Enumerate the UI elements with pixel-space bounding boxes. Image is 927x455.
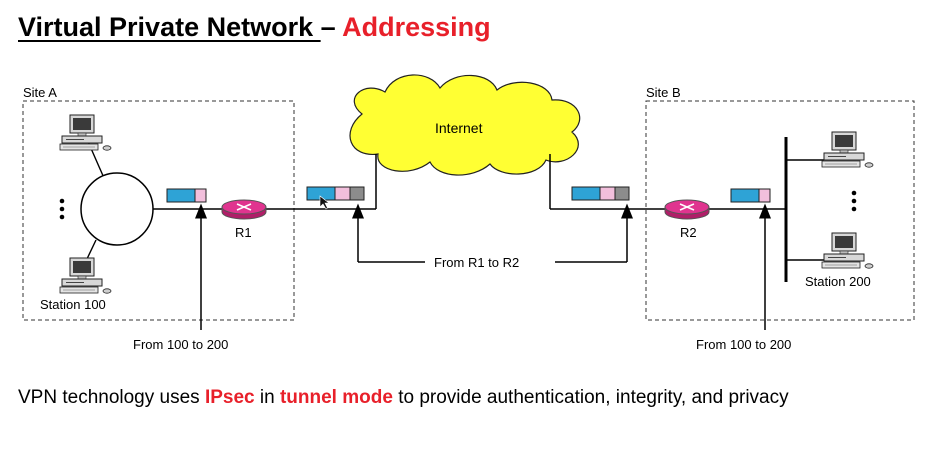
station-right-label: Station 200 (805, 274, 871, 289)
cursor-icon (319, 195, 330, 210)
computer-icon (59, 114, 112, 151)
router-right-label: R2 (680, 225, 697, 240)
site-a-lan-ring (80, 172, 154, 246)
site-b-label: Site B (646, 85, 681, 100)
internet-cloud (349, 74, 581, 176)
title-accent: Addressing (342, 12, 491, 42)
site-a-boundary (22, 100, 295, 321)
vpn-diagram: Site A Site B Internet Station 100 R1 (22, 74, 915, 352)
packet-tunnel-b (571, 186, 630, 201)
caption-tunnel-mode: tunnel mode (279, 387, 393, 408)
computer-icon (821, 232, 874, 269)
title-main: Virtual Private Network (18, 12, 321, 42)
caption-ipsec: IPsec (204, 387, 255, 408)
caption-part3: to provide authentication, integrity, an… (392, 387, 789, 408)
computer-icon (59, 257, 112, 294)
computer-icon (821, 131, 874, 168)
caption-part1: VPN technology uses (18, 387, 205, 408)
caption: VPN technology uses IPsec in tunnel mode… (18, 386, 898, 409)
internet-label: Internet (435, 120, 483, 136)
from-right-label: From 100 to 200 (696, 337, 791, 352)
from-middle-label: From R1 to R2 (434, 255, 519, 270)
packet-tunnel-a (306, 186, 365, 201)
packet-inner-a (166, 188, 207, 203)
site-a-label: Site A (23, 85, 57, 100)
ellipsis-dots (59, 198, 65, 220)
from-left-label: From 100 to 200 (133, 337, 228, 352)
station-left-label: Station 100 (40, 297, 106, 312)
router-icon (221, 199, 267, 220)
title-separator: – (320, 12, 343, 42)
packet-inner-b (730, 188, 771, 203)
router-left-label: R1 (235, 225, 252, 240)
ellipsis-dots (851, 190, 857, 212)
site-b-boundary (645, 100, 915, 321)
caption-part2: in (254, 387, 280, 408)
slide-title: Virtual Private Network – Addressing (18, 12, 491, 43)
router-icon (664, 199, 710, 220)
